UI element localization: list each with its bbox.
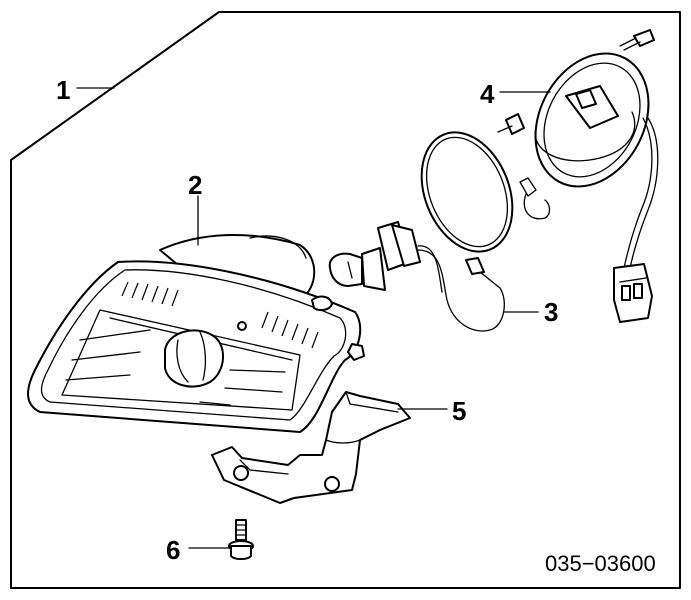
fog-lamp-bulb	[328, 221, 505, 332]
callout-5: 5	[452, 396, 466, 426]
assembly-boundary-frame	[10, 11, 681, 589]
leader-lines	[76, 87, 551, 549]
diagram-code: 035−03600	[545, 551, 656, 576]
bulb-socket-cover	[534, 52, 659, 323]
fog-lamp-housing	[27, 233, 365, 433]
flange-bolt	[228, 519, 254, 560]
retaining-screw-top	[619, 29, 655, 51]
callout-4: 4	[480, 79, 495, 109]
mounting-bracket	[211, 391, 411, 504]
gasket-ring	[420, 131, 514, 253]
callout-1: 1	[56, 75, 70, 105]
callout-6: 6	[166, 535, 180, 565]
callout-2: 2	[188, 170, 202, 200]
ground-terminal	[519, 177, 551, 220]
callout-3: 3	[544, 297, 558, 327]
retaining-screw-left	[497, 113, 525, 135]
